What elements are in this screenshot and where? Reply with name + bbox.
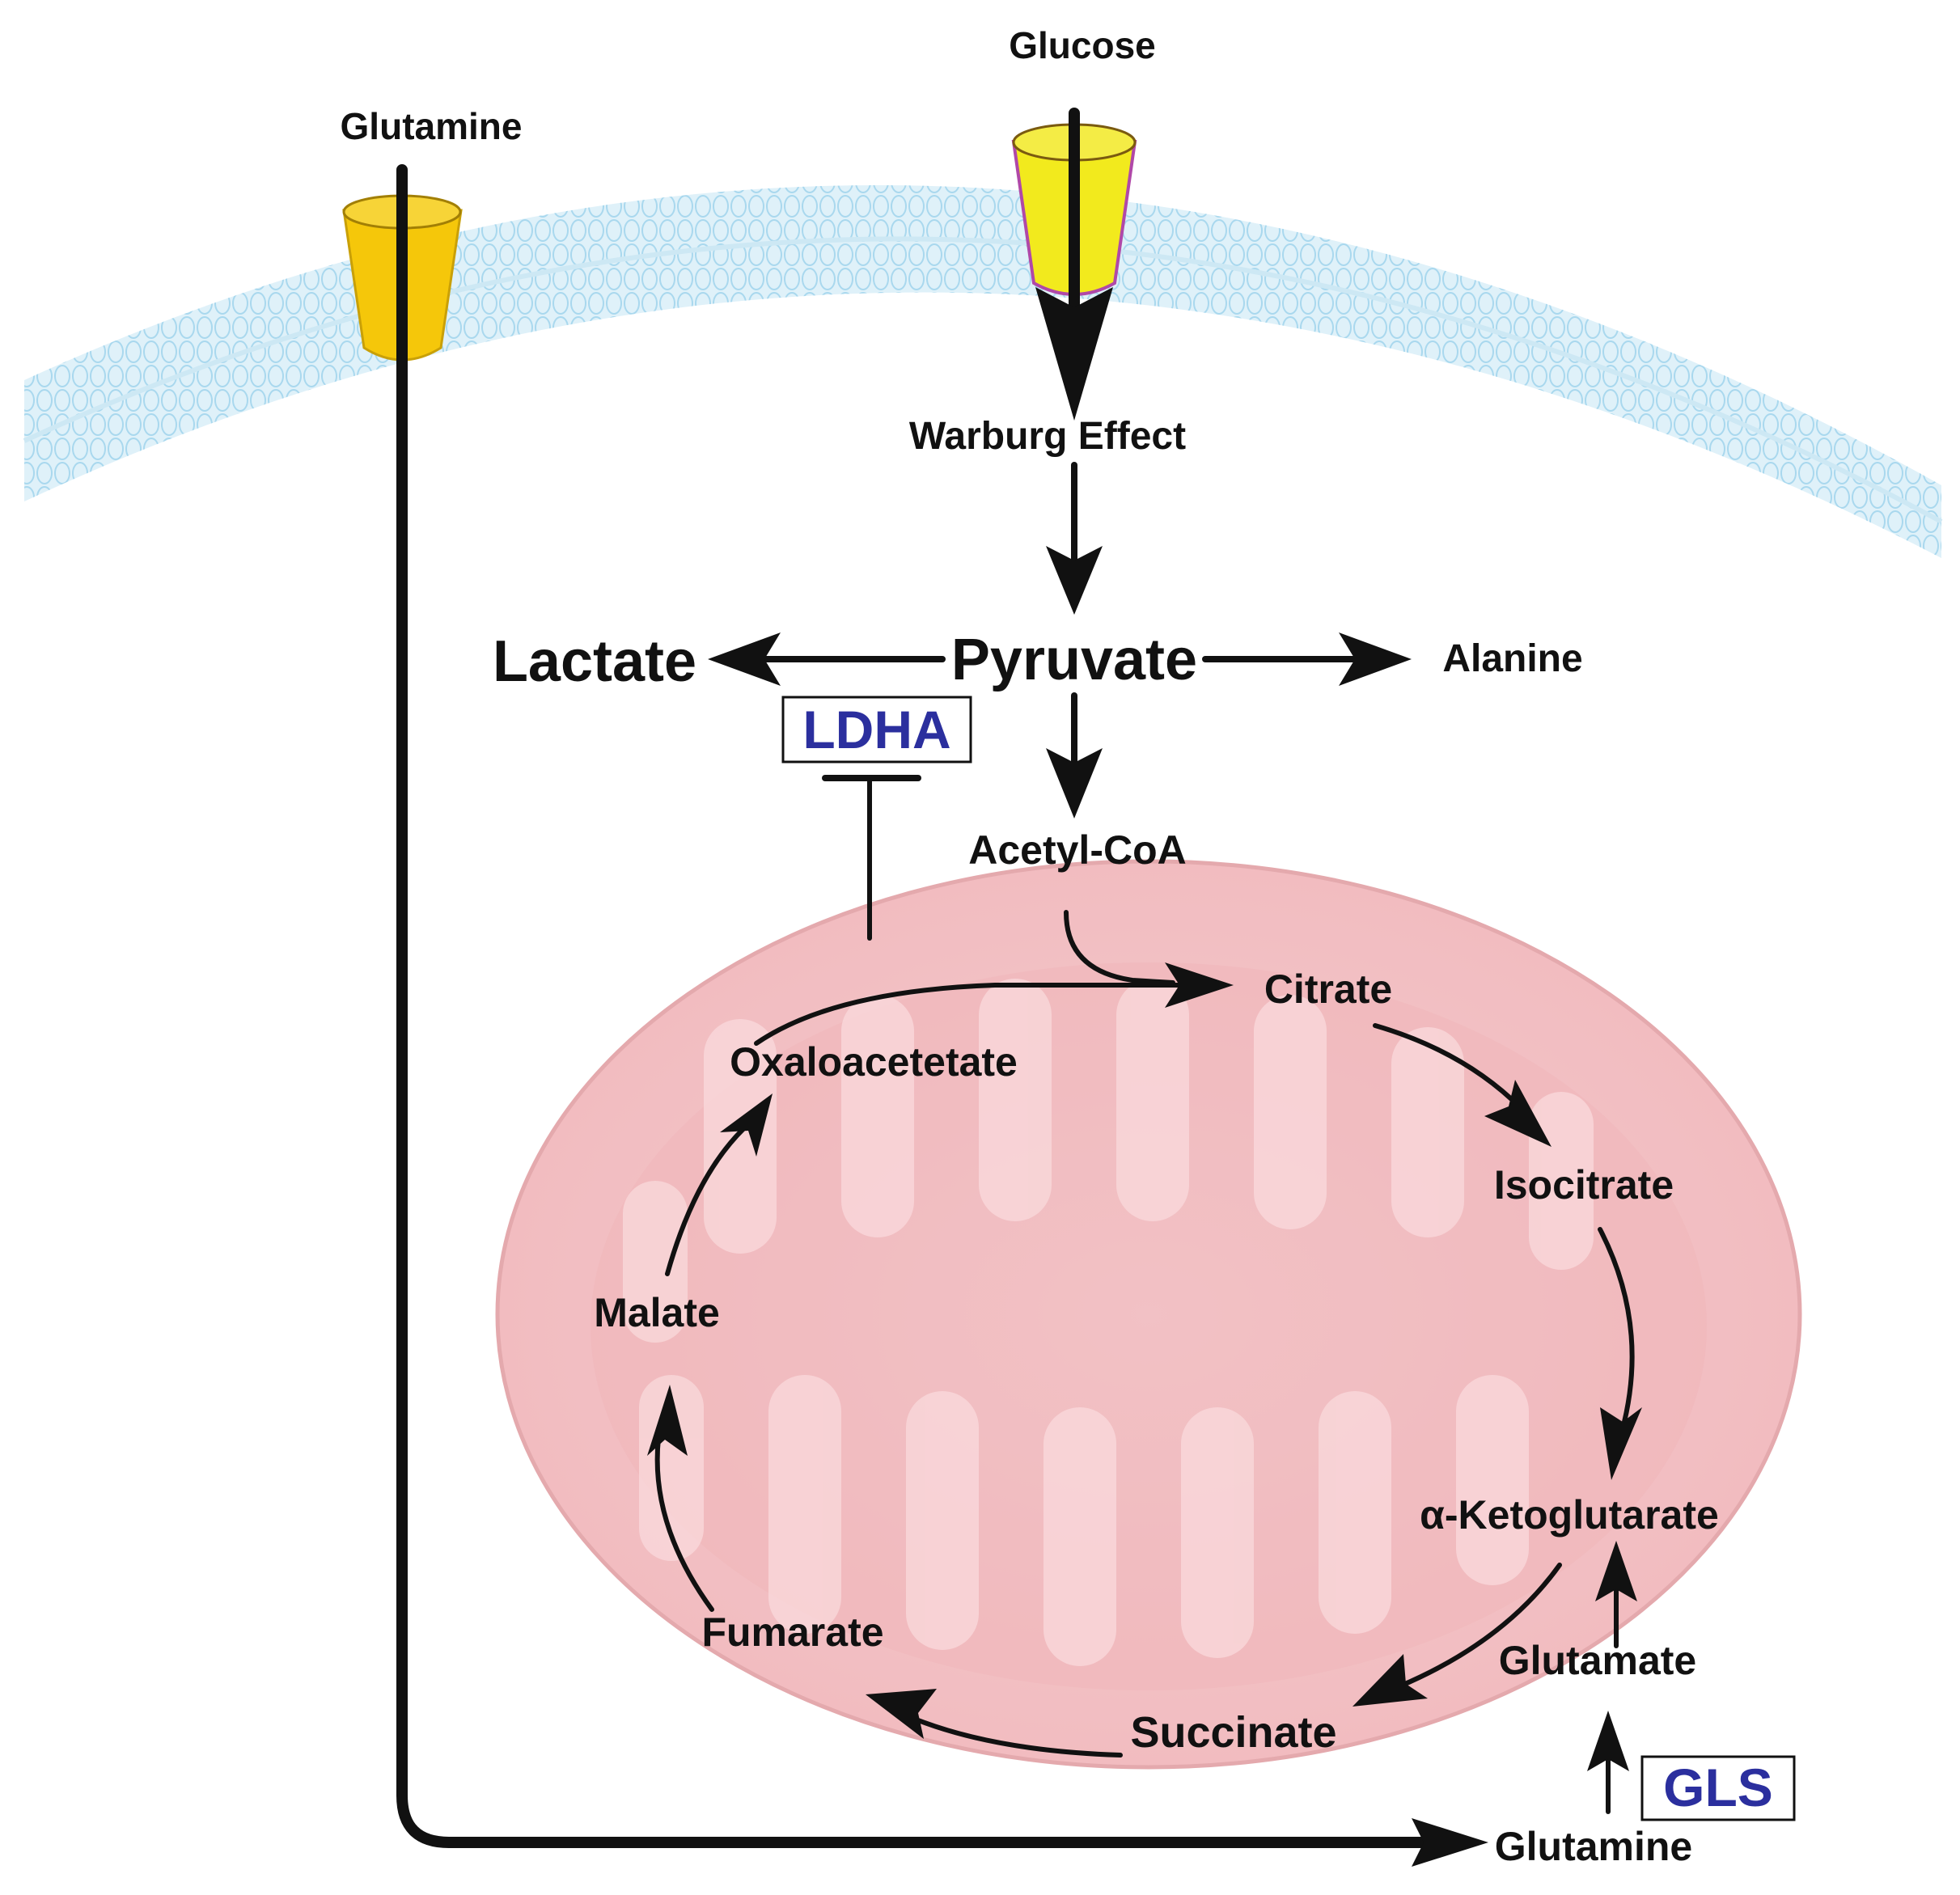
tca-cycle — [647, 962, 1642, 1758]
arrowhead-to-oxaloacetate — [720, 1093, 773, 1157]
arrowhead-glutamine — [1412, 1818, 1488, 1867]
warburg-to-pyruvate-arrow — [1046, 462, 1103, 615]
label-glutamine-intracellular: Glutamine — [1495, 1824, 1692, 1869]
glucose-import-path — [1035, 108, 1113, 421]
label-citrate: Citrate — [1264, 967, 1392, 1012]
label-alpha-ketoglutarate: α-Ketoglutarate — [1420, 1492, 1719, 1538]
cristae — [623, 979, 1594, 1666]
mitochondrion — [495, 859, 1802, 1770]
label-alanine: Alanine — [1442, 637, 1582, 680]
label-acetyl-coa: Acetyl-CoA — [968, 827, 1186, 873]
label-ldha: LDHA — [802, 700, 950, 759]
label-lactate: Lactate — [493, 629, 696, 694]
label-glucose: Glucose — [1009, 24, 1156, 66]
label-isocitrate: Isocitrate — [1494, 1162, 1674, 1208]
label-glutamate: Glutamate — [1499, 1638, 1697, 1683]
label-glutamine-extracellular: Glutamine — [341, 105, 523, 147]
arrowhead-to-akg — [1600, 1407, 1642, 1480]
glutamine-import-path — [396, 164, 1488, 1867]
arrowhead-to-citrate — [1165, 962, 1234, 1008]
pyruvate-to-alanine-arrow — [1202, 632, 1412, 686]
label-succinate: Succinate — [1130, 1708, 1336, 1757]
label-gls: GLS — [1663, 1758, 1773, 1817]
arrowhead-to-fumarate — [866, 1689, 937, 1739]
acetylcoa-to-citrate-arrow — [1064, 910, 1175, 985]
gls-box — [1640, 1755, 1796, 1821]
pyruvate-to-lactate-arrow — [708, 632, 946, 686]
glutaminolysis-path — [1587, 1541, 1637, 1814]
label-oxaloacetate: Oxaloacetetate — [730, 1039, 1018, 1085]
arrowhead-to-succinate — [1353, 1654, 1428, 1707]
arrowhead-glucose — [1035, 287, 1113, 421]
ldha-inhibition — [822, 775, 921, 941]
label-warburg-effect: Warburg Effect — [909, 415, 1186, 458]
cell-membrane — [23, 185, 1943, 558]
label-malate: Malate — [594, 1290, 720, 1335]
label-fumarate: Fumarate — [701, 1609, 883, 1655]
arrowhead-to-malate — [647, 1385, 688, 1456]
pyruvate-to-acetylcoa-arrow — [1046, 692, 1103, 818]
ldha-box — [781, 696, 972, 763]
arrowhead-to-isocitrate — [1484, 1080, 1551, 1147]
label-pyruvate: Pyruvate — [951, 628, 1197, 692]
